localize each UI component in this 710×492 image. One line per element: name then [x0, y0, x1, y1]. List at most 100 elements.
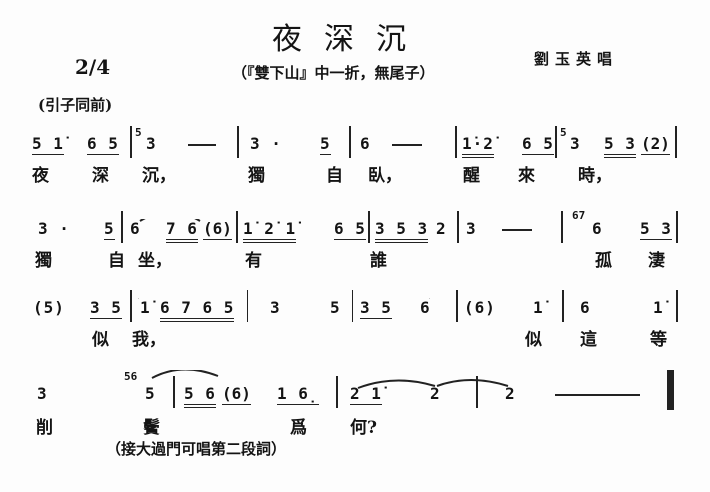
note-group: 5 6 — [184, 384, 216, 408]
barline — [562, 290, 564, 322]
note-group: 2 1̇ — [350, 384, 382, 405]
grace-note: 5 — [560, 126, 567, 139]
song-title: 夜深沉 — [272, 22, 428, 57]
lyric: 醒 — [463, 166, 480, 186]
note: 1̇ — [140, 298, 151, 317]
barline — [675, 126, 677, 158]
barline — [457, 211, 459, 243]
intro-note: (引子同前) — [38, 96, 113, 114]
lyric: 似 — [92, 330, 109, 350]
note: 5 — [320, 134, 331, 155]
barline — [561, 211, 563, 243]
lyric: 自 — [326, 166, 343, 186]
note-group: 5 3 — [604, 134, 636, 158]
note: 3 — [146, 134, 157, 153]
note: (6) — [464, 298, 496, 317]
barline — [676, 211, 678, 243]
barline — [352, 290, 353, 322]
note: (6) — [203, 219, 232, 240]
sustain-dash — [502, 229, 532, 231]
note-group: 6 5 — [334, 219, 366, 240]
lyric: 臥， — [368, 166, 402, 186]
grace-note: 5 — [135, 126, 142, 139]
note: 2 — [430, 384, 441, 403]
lyric: 自 — [108, 251, 125, 271]
lyric: 似 — [525, 330, 542, 350]
note-group: 7 6 — [166, 219, 198, 243]
grace-note: 56 — [124, 370, 138, 383]
barline — [455, 126, 457, 158]
lyric: 有 — [245, 251, 262, 271]
note: 2 — [436, 219, 447, 238]
barline — [173, 376, 175, 408]
note-group: 6 5 — [87, 134, 119, 155]
note-group: 1 6̣ — [277, 384, 319, 405]
singer-credit: 劉玉英唱 — [534, 50, 619, 68]
barline — [121, 211, 123, 243]
note-group: 3 5 — [360, 298, 392, 319]
sustain-dash — [188, 144, 216, 146]
note: 3 · — [38, 219, 70, 238]
grace-note: 67 — [572, 209, 586, 222]
note: 5 — [330, 298, 341, 317]
lyric: 深 — [92, 166, 109, 186]
score-line-4: 3 56 5 5 6 (6) 1 6̣ 2 1̇ 2 2 削 鬢 爲 何? — [0, 370, 710, 444]
note-group: 5 3 — [640, 219, 672, 240]
note-group: 6 5 — [522, 134, 554, 155]
note: 6 — [420, 298, 431, 317]
barline — [476, 376, 478, 408]
note: 3 — [570, 134, 581, 153]
score-line-3: (5) 3 5 1̇ 6 7 6 5 3 5 3 5 6 (6) 1̇ 6 1̇… — [0, 290, 710, 358]
slur — [139, 219, 201, 222]
lyric: 削 — [36, 418, 53, 438]
lyric: 這 — [580, 330, 597, 350]
note-group: 1̇ 2̇ 1̇ — [243, 219, 297, 243]
lyric: 孤 — [595, 251, 612, 271]
note: 1̇ — [653, 298, 664, 317]
note: (6) — [222, 384, 251, 405]
sustain-dash — [555, 394, 640, 396]
note: 3 — [466, 219, 477, 238]
lyric: 爲 — [290, 418, 307, 438]
note: 1̇ — [533, 298, 544, 317]
barline — [349, 126, 351, 158]
note: 6 — [580, 298, 591, 317]
barline — [237, 126, 239, 158]
time-signature: 2/4 — [75, 55, 111, 79]
lyric: 淒 — [648, 251, 665, 271]
barline — [130, 126, 132, 158]
barline — [336, 376, 338, 408]
barline — [676, 290, 678, 322]
note: 6 — [130, 219, 141, 238]
lyric: 等 — [650, 330, 667, 350]
slur — [0, 134, 710, 154]
lyric: 誰 — [370, 251, 387, 271]
note: 3 — [270, 298, 281, 317]
footer-note: （接大過門可唱第二段詞） — [106, 440, 287, 458]
note-group: 5 1̇ — [32, 134, 64, 155]
note-group: 3 5 3 — [375, 219, 429, 243]
barline — [130, 290, 132, 322]
note: 6 — [592, 219, 603, 238]
note: 2 — [505, 384, 516, 403]
score-line-1: 5 1̇ 6 5 5 3 3 · 5 6 1̇·2̇ 6 5 5 3 5 3 (… — [0, 126, 710, 194]
note: 3 · — [250, 134, 282, 153]
lyric: 獨 — [248, 166, 265, 186]
lyric: 沉， — [142, 166, 176, 186]
barline — [236, 211, 238, 243]
sustain-dash — [392, 144, 422, 146]
barline — [247, 290, 248, 322]
note: 5 — [104, 219, 115, 240]
lyric: 坐， — [138, 251, 172, 271]
barline — [368, 211, 370, 243]
score-line-2: 3 · 5 6 7 6 (6) 1̇ 2̇ 1̇ 6 5 3 5 3 2 3 6… — [0, 209, 710, 279]
note-group: 6 7 6 5 — [160, 298, 235, 322]
lyric: 鬢 — [143, 418, 160, 438]
slur — [151, 370, 509, 389]
note: 3 — [37, 384, 48, 403]
lyric: 我， — [132, 330, 166, 350]
lyric: 夜 — [32, 166, 49, 186]
note: 6 — [360, 134, 371, 153]
note-group: 3 5 — [90, 298, 122, 319]
